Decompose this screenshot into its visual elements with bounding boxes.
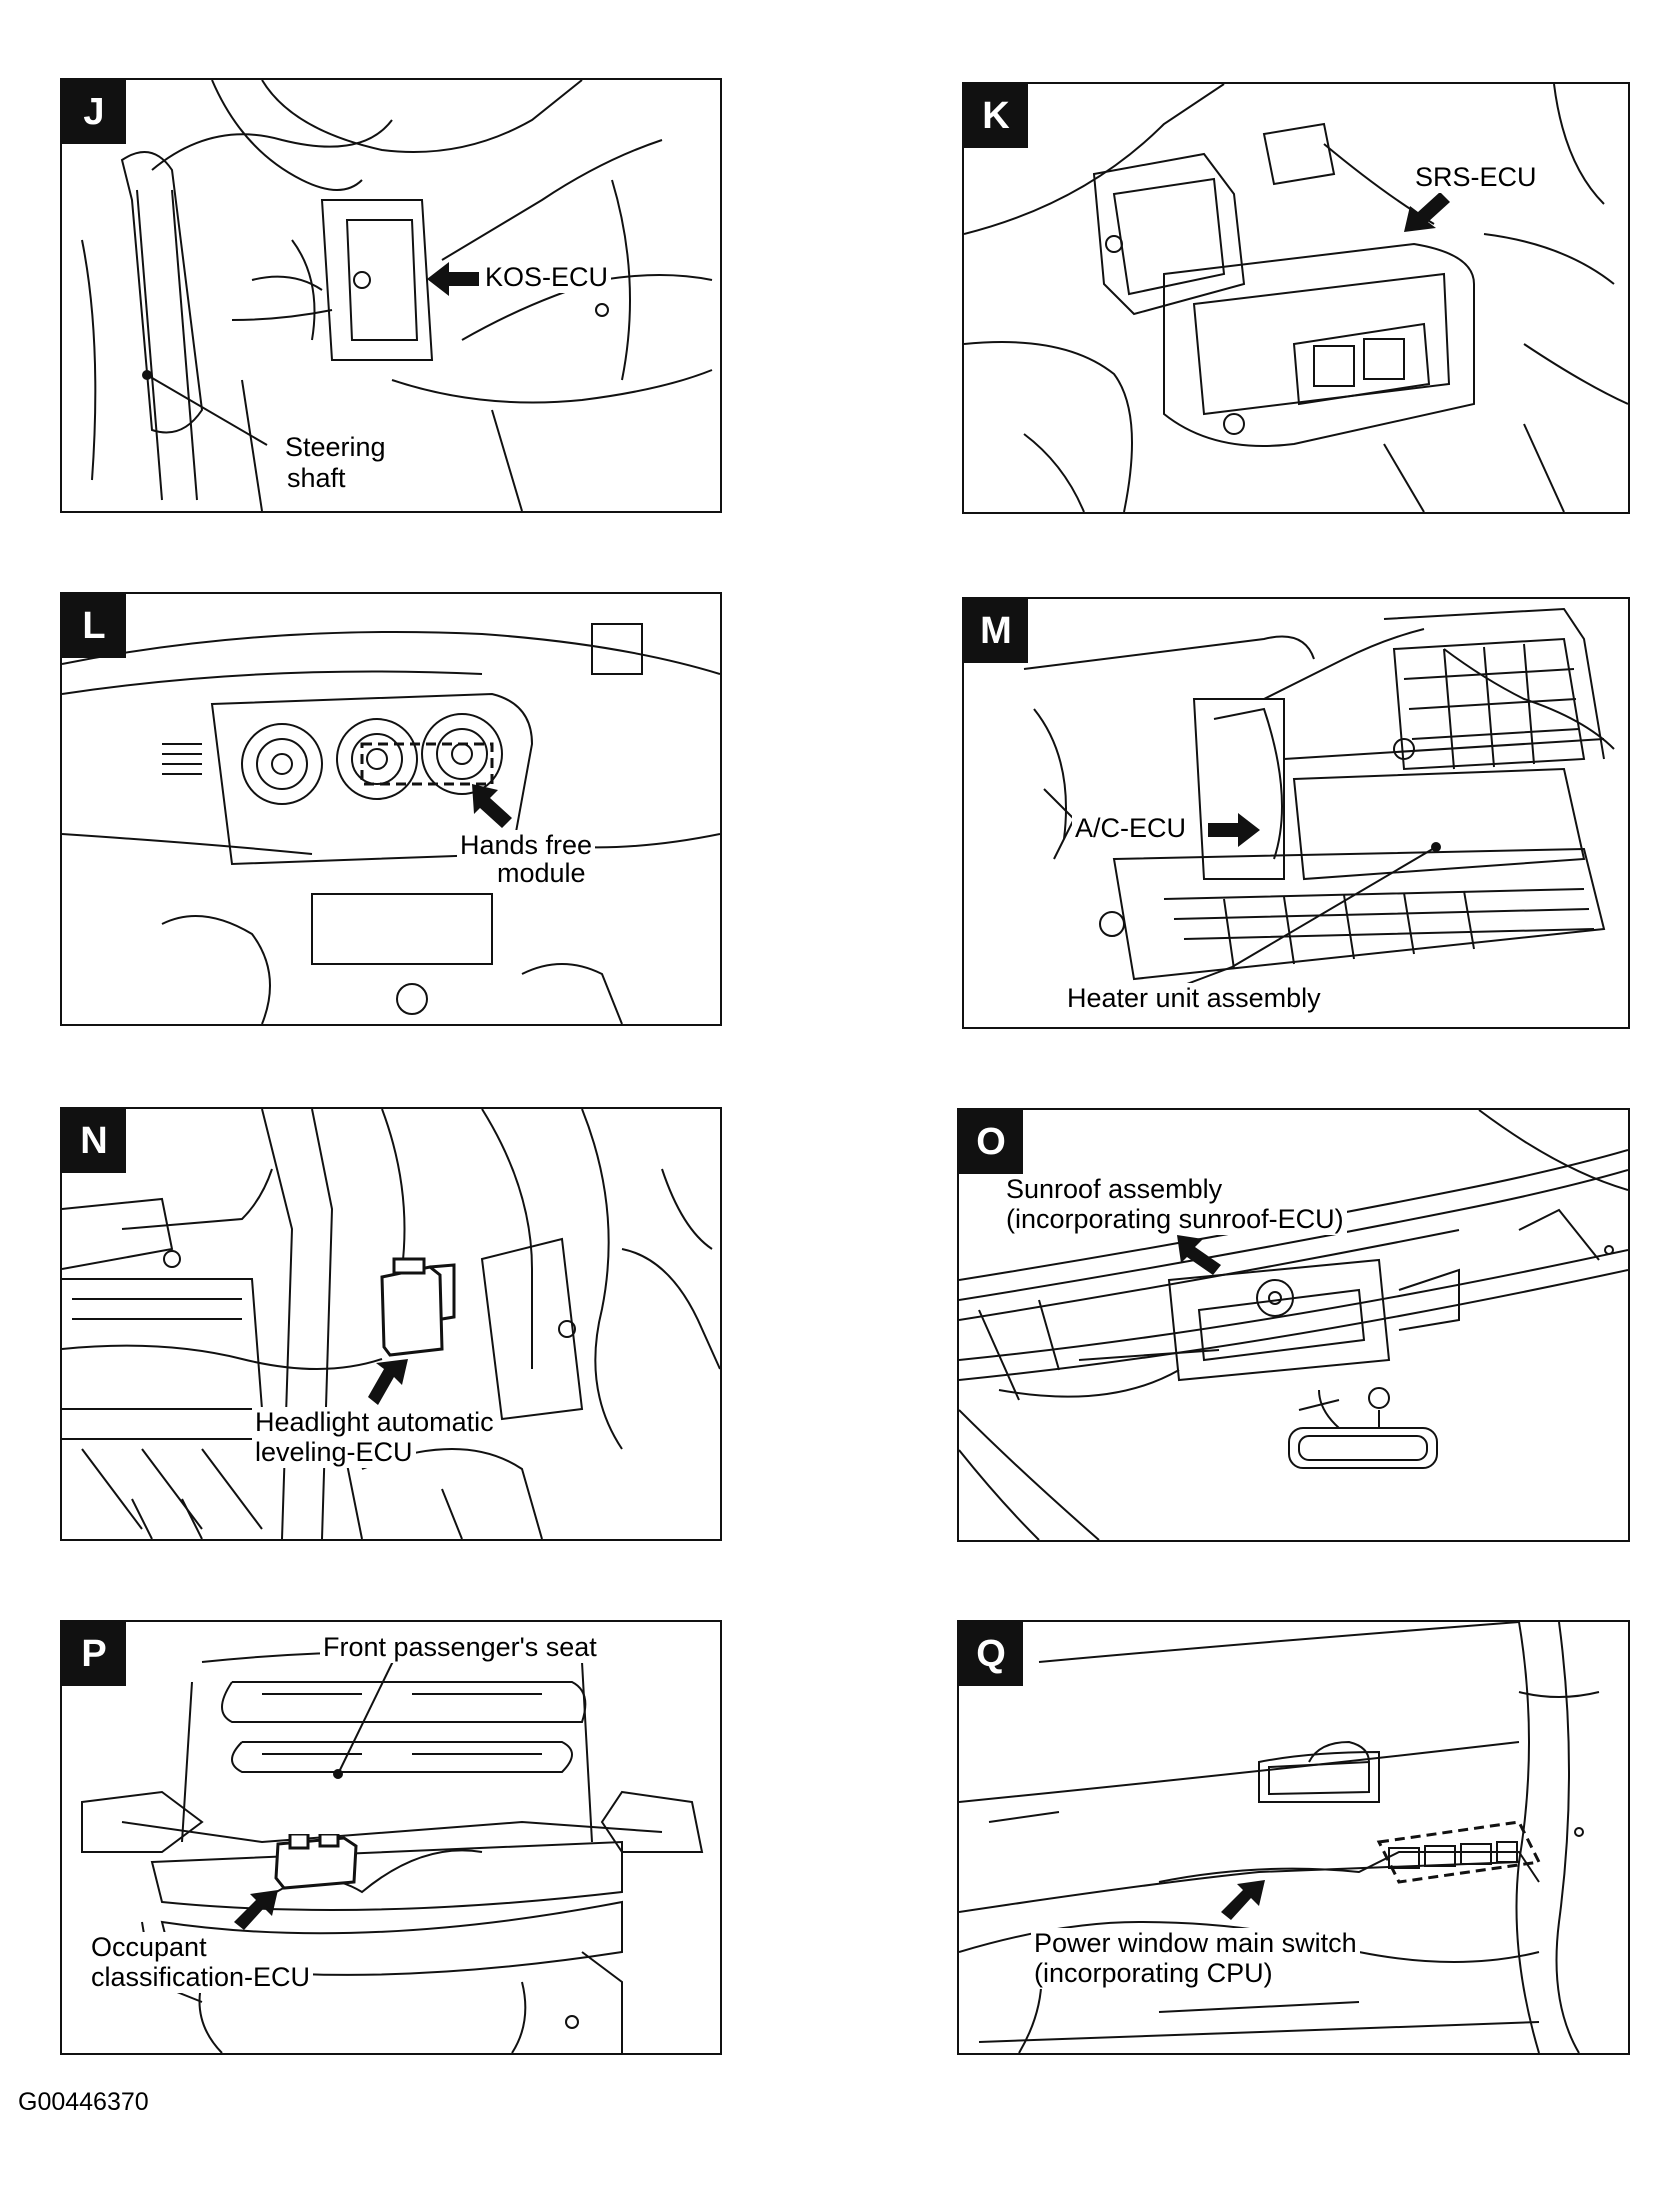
panel-m-arrow-icon bbox=[1208, 813, 1260, 847]
panel-n-letter: N bbox=[62, 1109, 126, 1173]
front-passenger-seat-label: Front passenger's seat bbox=[320, 1632, 600, 1663]
hands-free-label-line1: Hands free bbox=[457, 830, 596, 861]
leveling-ecu-module-icon bbox=[380, 1257, 456, 1357]
panel-m: M A/C-ECU Heater unit assembly bbox=[962, 597, 1630, 1029]
power-window-switch-label-line2: (incorporating CPU) bbox=[1031, 1958, 1276, 1989]
panel-l-letter: L bbox=[62, 594, 126, 658]
panel-l-arrow-icon bbox=[472, 784, 512, 828]
panel-n: N Headlight automatic leveling-ECU bbox=[60, 1107, 722, 1541]
steering-shaft-label-line2: shaft bbox=[284, 463, 349, 494]
panel-q: Q Power window main switch (incorporatin… bbox=[957, 1620, 1630, 2055]
panel-o-arrow-icon bbox=[1177, 1235, 1221, 1275]
panel-l-illustration bbox=[62, 623, 720, 1024]
panel-p-arrow-icon bbox=[234, 1890, 278, 1930]
headlight-ecu-label-line2: leveling-ECU bbox=[252, 1437, 416, 1468]
panel-n-arrow-icon bbox=[368, 1359, 408, 1405]
panel-j-arrow-icon bbox=[427, 262, 479, 296]
panel-n-illustration bbox=[62, 1109, 720, 1539]
panel-k-letter: K bbox=[964, 84, 1028, 148]
headlight-ecu-label-line1: Headlight automatic bbox=[252, 1407, 497, 1438]
ac-ecu-label: A/C-ECU bbox=[1072, 813, 1190, 844]
hands-free-label-line2: module bbox=[494, 858, 589, 889]
panel-j-illustration bbox=[81, 80, 713, 511]
panel-m-illustration bbox=[1023, 607, 1615, 1005]
heater-unit-assembly-label: Heater unit assembly bbox=[1064, 983, 1324, 1014]
panel-o-illustration bbox=[959, 1110, 1628, 1540]
srs-ecu-label: SRS-ECU bbox=[1412, 162, 1540, 193]
occupant-ecu-module-icon bbox=[274, 1834, 358, 1890]
sunroof-label-line2: (incorporating sunroof-ECU) bbox=[1003, 1204, 1347, 1235]
figure-id: G00446370 bbox=[18, 2088, 149, 2116]
panel-p: P Front passenger's seat Occupant classi… bbox=[60, 1620, 722, 2055]
panel-j: J KOS-ECU Steering shaft bbox=[60, 78, 722, 513]
panel-l: L Hands free module bbox=[60, 592, 722, 1026]
panel-m-letter: M bbox=[964, 599, 1028, 663]
sunroof-label-line1: Sunroof assembly bbox=[1003, 1174, 1226, 1205]
panel-j-letter: J bbox=[62, 80, 126, 144]
kos-ecu-label: KOS-ECU bbox=[482, 262, 612, 293]
panel-k: K SRS-ECU bbox=[962, 82, 1630, 514]
occupant-ecu-label-line1: Occupant bbox=[88, 1932, 210, 1963]
panel-k-arrow-icon bbox=[1404, 192, 1450, 232]
panel-q-letter: Q bbox=[959, 1622, 1023, 1686]
power-window-switch-label-line1: Power window main switch bbox=[1031, 1928, 1360, 1959]
panel-p-letter: P bbox=[62, 1622, 126, 1686]
panel-q-arrow-icon bbox=[1221, 1880, 1265, 1920]
occupant-ecu-label-line2: classification-ECU bbox=[88, 1962, 314, 1993]
steering-shaft-label-line1: Steering bbox=[282, 432, 389, 463]
panel-k-illustration bbox=[964, 84, 1628, 512]
panel-o: O Sunroof assembly (incorporating sunroo… bbox=[957, 1108, 1630, 1542]
panel-o-letter: O bbox=[959, 1110, 1023, 1174]
